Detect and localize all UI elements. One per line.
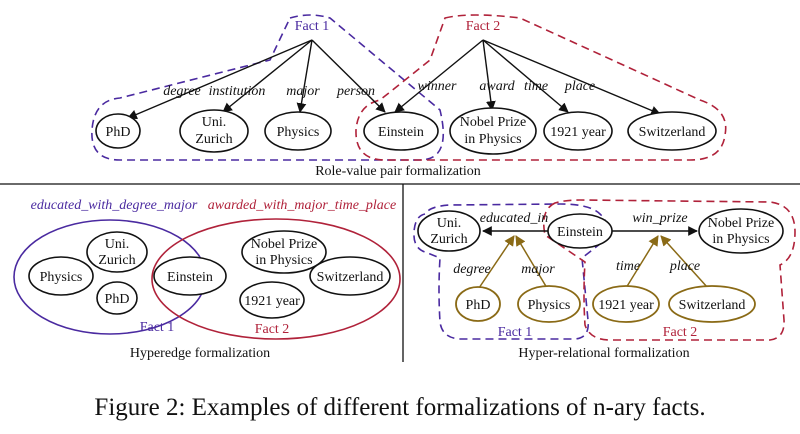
hr-label-major: major: [521, 262, 555, 277]
hr-node-1921-year: 1921 year: [592, 285, 660, 323]
edge-institution: [222, 39, 313, 113]
edge-person: [311, 39, 386, 113]
svg-text:PhD: PhD: [105, 292, 130, 307]
edge-place: [482, 39, 661, 116]
svg-text:Uni.: Uni.: [437, 216, 462, 231]
node-physics: Physics: [264, 111, 332, 151]
svg-text:Nobel Prize: Nobel Prize: [708, 216, 774, 231]
svg-text:Physics: Physics: [40, 270, 83, 285]
svg-text:in Physics: in Physics: [712, 232, 769, 247]
edge-award: [482, 39, 496, 111]
fact1-boundary: [91, 14, 444, 161]
svg-text:Physics: Physics: [277, 125, 320, 140]
hr-label-degree: degree: [453, 262, 491, 277]
hr-edge-time: [625, 235, 659, 289]
relation-educated-label: educated_with_degree_major: [31, 198, 198, 213]
hyperedge-node-physics: Physics: [28, 256, 94, 296]
node-1921-year: 1921 year: [543, 111, 613, 151]
hr-node-physics: Physics: [517, 285, 581, 323]
hyperedge-node-einstein: Einstein: [153, 256, 227, 296]
hyperedge-fact2-label: Fact 2: [255, 322, 290, 337]
role-value-section: Fact 1 Fact 2 degree institution major p…: [91, 14, 727, 179]
svg-text:in Physics: in Physics: [464, 132, 521, 147]
hyperedge-node-uni-zurich: Uni. Zurich: [86, 231, 148, 273]
edge-label-major: major: [286, 84, 320, 99]
node-phd: PhD: [95, 113, 141, 149]
svg-text:Einstein: Einstein: [378, 125, 424, 140]
hr-edge-place: [660, 235, 709, 289]
edge-label-time: time: [524, 79, 548, 94]
hyperedge-section: educated_with_degree_major awarded_with_…: [13, 198, 401, 361]
figure-caption: Figure 2: Examples of different formaliz…: [94, 394, 705, 421]
hr-fact2-label: Fact 2: [663, 325, 698, 340]
hr-node-einstein: Einstein: [547, 213, 613, 249]
svg-text:Nobel Prize: Nobel Prize: [460, 115, 526, 130]
edge-label-person: person: [336, 84, 375, 99]
svg-text:Zurich: Zurich: [430, 232, 467, 247]
svg-text:Switzerland: Switzerland: [639, 125, 706, 140]
hr-edge-degree: [478, 235, 515, 289]
relation-awarded-label: awarded_with_major_time_place: [208, 198, 396, 213]
svg-text:Uni.: Uni.: [105, 237, 130, 252]
edge-major: [296, 39, 313, 113]
node-switzerland: Switzerland: [627, 111, 717, 151]
edge-winner: [394, 39, 484, 113]
hr-node-switzerland: Switzerland: [668, 285, 756, 323]
svg-text:1921 year: 1921 year: [244, 294, 300, 309]
svg-text:in Physics: in Physics: [255, 253, 312, 268]
hr-node-phd: PhD: [455, 286, 501, 322]
hr-fact2-boundary: [542, 199, 796, 341]
svg-text:Zurich: Zurich: [98, 253, 135, 268]
fact2-label: Fact 2: [466, 19, 501, 34]
edge-label-degree: degree: [163, 84, 201, 99]
hyperedge-node-1921-year: 1921 year: [239, 281, 305, 319]
hr-label-place: place: [669, 259, 700, 274]
node-uni-zurich: Uni. Zurich: [179, 109, 249, 153]
hyperedge-fact2: [151, 218, 401, 340]
hyperedge-node-switzerland: Switzerland: [309, 256, 391, 296]
hyperedge-fact1-label: Fact 1: [140, 320, 175, 335]
svg-text:Einstein: Einstein: [557, 225, 603, 240]
hr-label-time: time: [616, 259, 640, 274]
svg-text:Switzerland: Switzerland: [679, 298, 746, 313]
svg-text:Switzerland: Switzerland: [317, 270, 384, 285]
svg-text:1921 year: 1921 year: [598, 298, 654, 313]
hyperedge-node-nobel-prize: Nobel Prize in Physics: [241, 230, 327, 274]
hyper-relational-section: Uni. Zurich Einstein Nobel Prize in Phys…: [413, 199, 796, 361]
edge-time: [482, 39, 569, 113]
svg-text:Physics: Physics: [528, 298, 571, 313]
edge-degree: [127, 39, 313, 120]
edge-label-award: award: [479, 79, 515, 94]
svg-text:1921 year: 1921 year: [550, 125, 606, 140]
node-nobel-prize: Nobel Prize in Physics: [449, 107, 537, 155]
node-einstein: Einstein: [363, 111, 439, 151]
svg-text:PhD: PhD: [106, 125, 131, 140]
hr-label-educated-in: educated_in: [480, 211, 548, 226]
hr-fact1-label: Fact 1: [498, 325, 533, 340]
hr-fact1-boundary: [413, 203, 609, 340]
svg-text:PhD: PhD: [466, 298, 491, 313]
section-title-hyperedge: Hyperedge formalization: [130, 346, 270, 361]
hr-node-uni-zurich: Uni. Zurich: [417, 210, 481, 252]
section-title-hyper-relational: Hyper-relational formalization: [518, 346, 689, 361]
hr-edge-major: [515, 235, 548, 289]
fact1-label: Fact 1: [295, 19, 330, 34]
fact2-boundary: [355, 14, 727, 161]
hr-node-nobel-prize: Nobel Prize in Physics: [698, 208, 784, 254]
hr-label-win-prize: win_prize: [632, 211, 687, 226]
edge-label-institution: institution: [209, 84, 266, 99]
edge-label-winner: winner: [418, 79, 457, 94]
svg-text:Einstein: Einstein: [167, 270, 213, 285]
section-title-role-value: Role-value pair formalization: [315, 164, 481, 179]
svg-text:Nobel Prize: Nobel Prize: [251, 237, 317, 252]
edge-label-place: place: [564, 79, 595, 94]
hyperedge-node-phd: PhD: [96, 281, 138, 315]
svg-text:Uni.: Uni.: [202, 115, 227, 130]
svg-text:Zurich: Zurich: [195, 132, 232, 147]
